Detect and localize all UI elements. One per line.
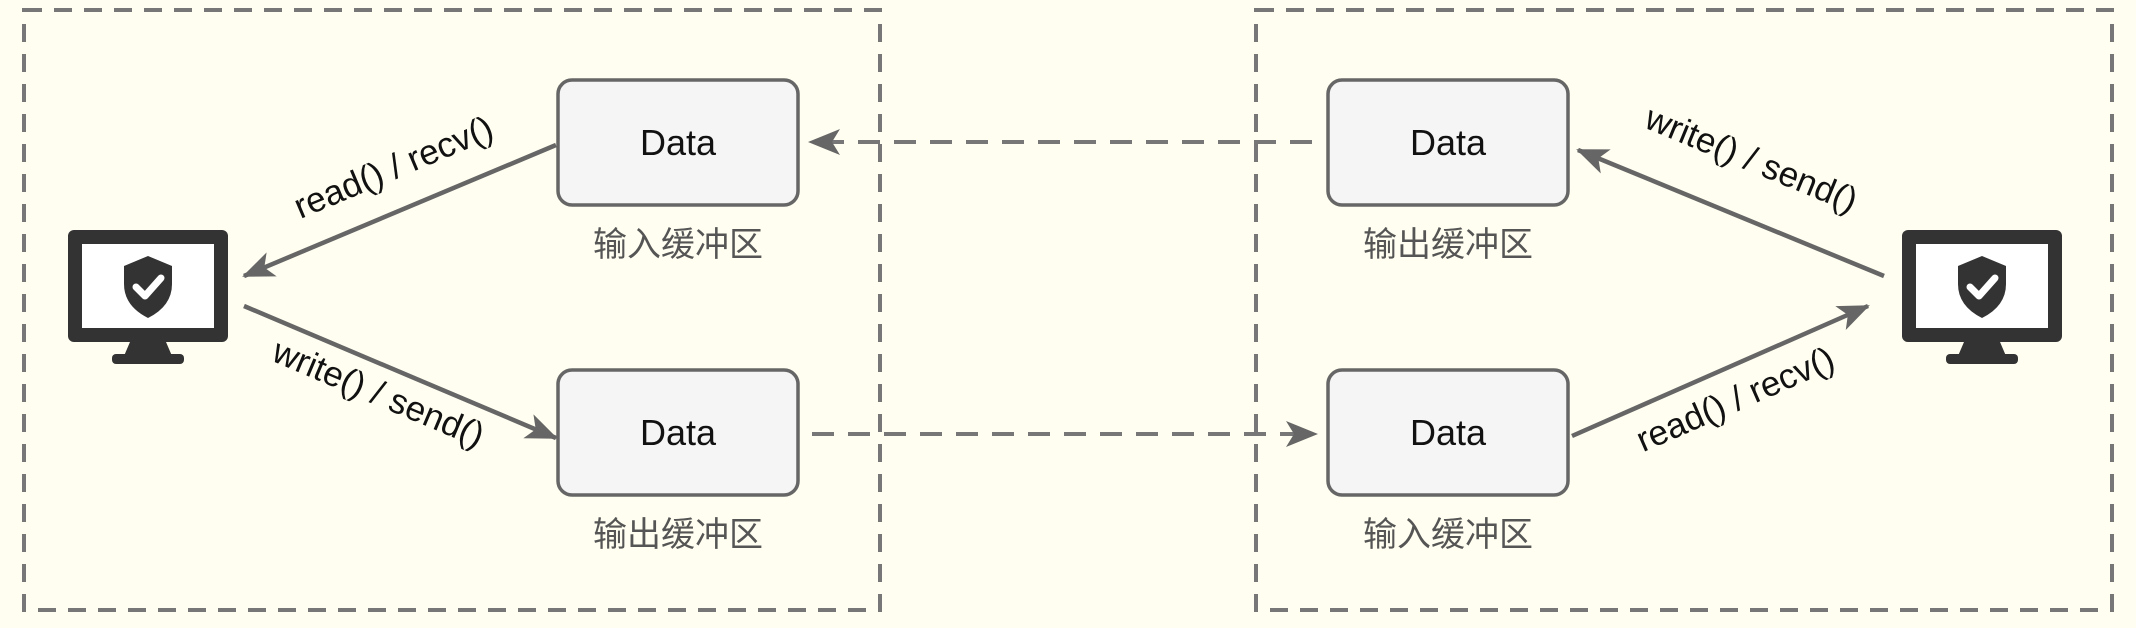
right-read-arrow: [1571, 303, 1870, 439]
right-output-buffer-label: Data: [1410, 122, 1487, 163]
left-write-label: write() / send(): [266, 331, 490, 455]
right-write-label: write() / send(): [1639, 98, 1863, 220]
right-input-buffer-box: [1326, 368, 1570, 497]
left-input-buffer-caption: 输入缓冲区: [593, 225, 763, 265]
right-output-buffer-box: [1326, 78, 1570, 207]
right-host-container: [1254, 8, 2114, 612]
right-input-buffer-label: Data: [1410, 412, 1487, 453]
left-output-buffer-box: [556, 368, 800, 497]
left-write-arrow: [243, 303, 558, 441]
left-host-container: [22, 8, 882, 612]
right-shield-monitor-icon: [1902, 230, 2062, 364]
left-input-buffer-box: [556, 78, 800, 207]
left-read-arrow: [242, 142, 557, 279]
left-output-buffer-caption: 输出缓冲区: [593, 515, 763, 555]
left-input-buffer-label: Data: [640, 122, 717, 163]
left-shield-monitor-icon: [68, 230, 228, 364]
right-write-arrow: [1576, 147, 1885, 279]
left-output-buffer-label: Data: [640, 412, 717, 453]
right-output-buffer-caption: 输出缓冲区: [1363, 225, 1533, 265]
left-read-label: read() / recv(): [288, 108, 499, 226]
right-input-buffer-caption: 输入缓冲区: [1363, 515, 1533, 555]
right-read-label: read() / recv(): [1630, 339, 1840, 460]
